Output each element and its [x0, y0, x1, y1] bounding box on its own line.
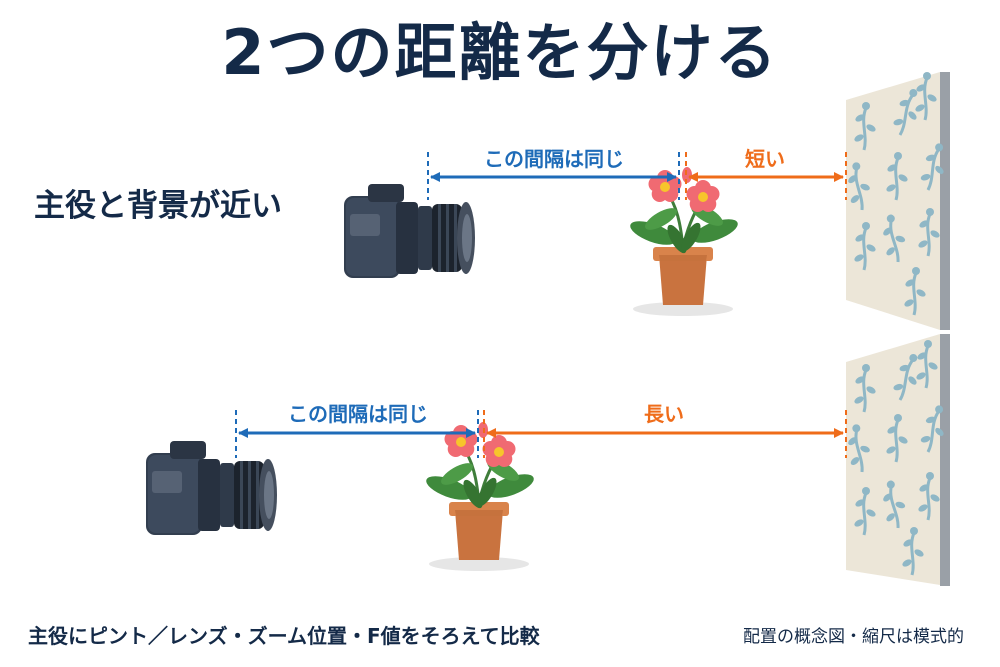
top-bg-gap-label: 短い — [745, 147, 785, 171]
footer-note: 主役にピント／レンズ・ズーム位置・F値をそろえて比較 — [28, 624, 540, 648]
floral-wall-icon — [841, 70, 953, 330]
bottom-bg-gap-label: 長い — [644, 402, 684, 426]
bottom-same-gap-label: この間隔は同じ — [288, 402, 428, 426]
floral-wall-icon — [841, 334, 953, 586]
camera-icon — [146, 441, 277, 535]
page-title: 2つの距離を分ける — [221, 16, 779, 89]
camera-icon — [344, 184, 475, 278]
footer-caption: 配置の概念図・縮尺は模式的 — [743, 627, 964, 647]
flower-pot-icon — [421, 420, 539, 573]
flower-pot-icon — [625, 165, 743, 318]
top-row-label: 主役と背景が近い — [34, 188, 282, 224]
top-dimension-lines — [427, 152, 847, 200]
bottom-dimension-lines — [235, 410, 847, 458]
top-same-gap-label: この間隔は同じ — [484, 147, 624, 171]
